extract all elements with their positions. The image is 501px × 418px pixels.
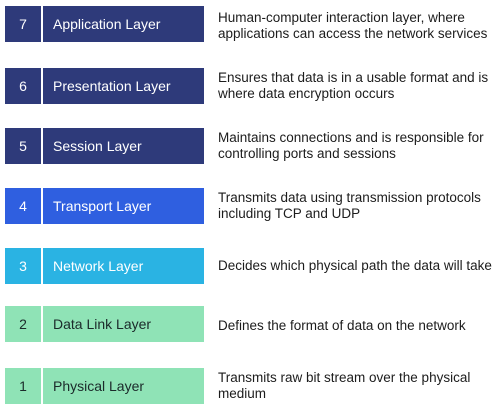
layer-4-box: 4 Transport Layer [5,188,204,224]
layer-5-number: 5 [19,138,27,154]
layer-1-desc-line-2: medium [218,386,267,401]
osi-layer-6: 6 Presentation Layer Ensures that data i… [0,68,501,118]
osi-layer-2: 2 Data Link Layer Defines the format of … [0,306,501,356]
layer-6-desc-line-1: Ensures that data is in a usable format … [218,70,489,85]
layer-3-divider [41,248,43,284]
layer-2-desc-line-1: Defines the format of data on the networ… [218,318,466,333]
layer-7-name: Application Layer [53,16,161,32]
layer-6-divider [41,68,43,104]
layer-4-desc-line-2: including TCP and UDP [218,206,361,221]
osi-layer-3: 3 Network Layer Decides which physical p… [0,248,501,298]
layer-1-description: Transmits raw bit stream over the physic… [218,370,501,402]
layer-6-description: Ensures that data is in a usable format … [218,70,501,102]
layer-6-name: Presentation Layer [53,78,171,94]
layer-5-box: 5 Session Layer [5,128,204,164]
layer-7-divider [41,6,43,42]
layer-4-divider [41,188,43,224]
layer-2-divider [41,306,43,342]
layer-7-desc-line-2: applications can access the network serv… [218,26,488,41]
layer-7-desc-line-1: Human-computer interaction layer, where [218,10,465,25]
layer-2-description: Defines the format of data on the networ… [218,318,501,334]
layer-1-divider [41,368,43,404]
osi-layer-5: 5 Session Layer Maintains connections an… [0,128,501,178]
layer-3-box: 3 Network Layer [5,248,204,284]
layer-3-description: Decides which physical path the data wil… [218,258,501,274]
layer-3-number: 3 [19,258,27,274]
layer-1-number: 1 [19,378,27,394]
layer-6-desc-line-2: where data encryption occurs [218,86,395,101]
layer-5-name: Session Layer [53,138,142,154]
layer-6-box: 6 Presentation Layer [5,68,204,104]
layer-7-number: 7 [19,16,27,32]
layer-5-description: Maintains connections and is responsible… [218,130,501,162]
layer-3-name: Network Layer [53,258,144,274]
layer-3-desc-line-1: Decides which physical path the data wil… [218,258,492,273]
osi-layer-4: 4 Transport Layer Transmits data using t… [0,188,501,238]
layer-5-desc-line-2: controlling ports and sessions [218,146,396,161]
osi-layer-7: 7 Application Layer Human-computer inter… [0,6,501,56]
layer-4-number: 4 [19,198,27,214]
layer-1-box: 1 Physical Layer [5,368,204,404]
layer-6-number: 6 [19,78,27,94]
layer-1-desc-line-1: Transmits raw bit stream over the physic… [218,370,471,385]
layer-4-desc-line-1: Transmits data using transmission protoc… [218,190,481,205]
layer-4-name: Transport Layer [53,198,152,214]
layer-1-name: Physical Layer [53,378,145,394]
layer-2-box: 2 Data Link Layer [5,306,204,342]
layer-7-description: Human-computer interaction layer, where … [218,10,501,42]
layer-4-description: Transmits data using transmission protoc… [218,190,501,222]
layer-5-desc-line-1: Maintains connections and is responsible… [218,130,484,145]
layer-2-number: 2 [19,316,27,332]
layer-7-box: 7 Application Layer [5,6,204,42]
layer-5-divider [41,128,43,164]
layer-2-name: Data Link Layer [53,316,152,332]
osi-layer-1: 1 Physical Layer Transmits raw bit strea… [0,368,501,418]
